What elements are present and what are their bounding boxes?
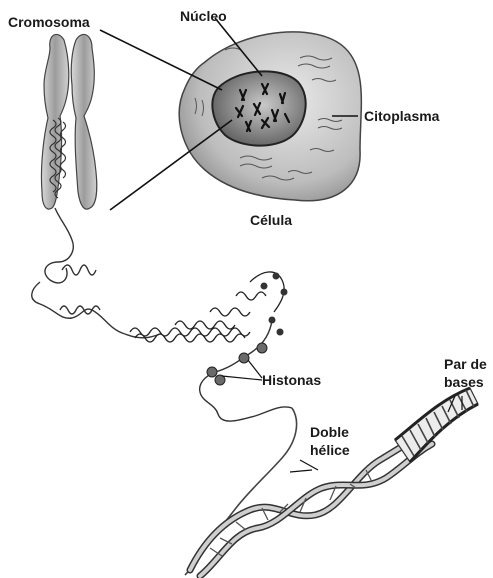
label-cromosoma: Cromosoma (8, 14, 90, 30)
solenoid-coil (130, 272, 284, 342)
chromosome (41, 34, 96, 209)
label-celula: Célula (250, 212, 292, 228)
label-bases: bases (444, 374, 484, 390)
label-citoplasma: Citoplasma (364, 108, 439, 124)
label-nucleo: Núcleo (180, 8, 227, 24)
label-histonas: Histonas (262, 372, 321, 388)
label-helice: hélice (310, 442, 350, 458)
base-pair-ladder (395, 388, 478, 462)
nucleus (212, 71, 305, 145)
histone-string (200, 320, 292, 421)
label-par-de: Par de (444, 356, 487, 372)
chromatin-fibre (32, 208, 160, 338)
label-doble: Doble (310, 424, 349, 440)
doble-helice-pointers (290, 460, 318, 472)
double-helix (185, 408, 432, 576)
